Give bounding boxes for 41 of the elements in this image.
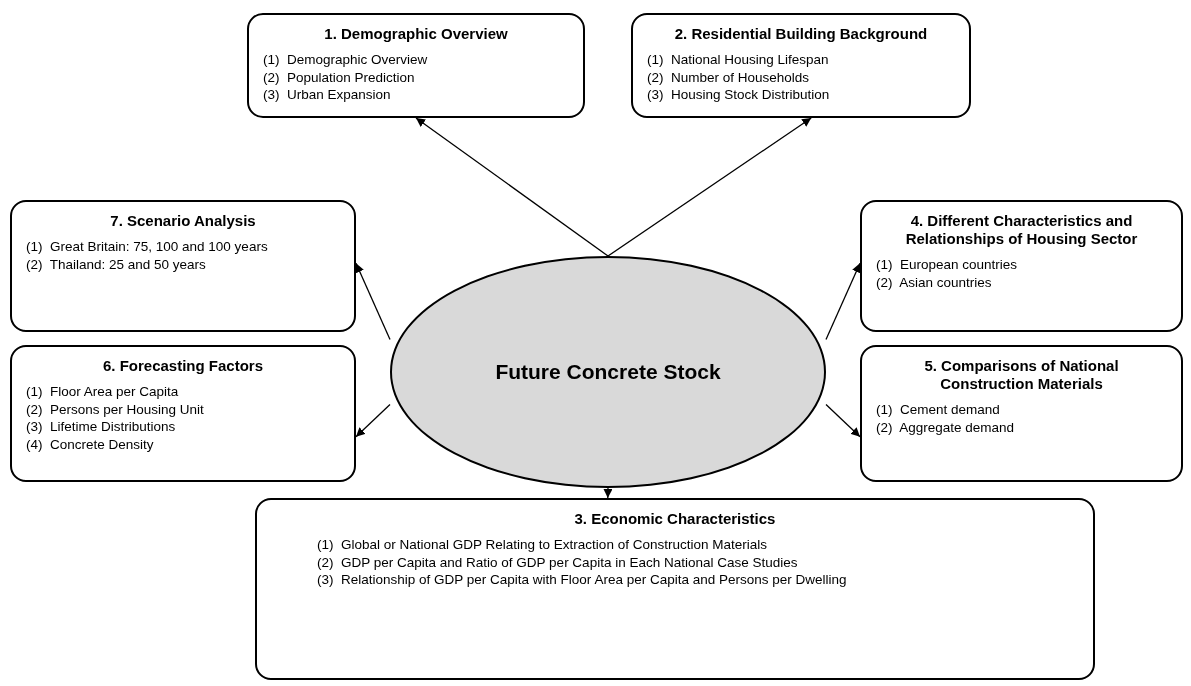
arrow	[607, 117, 812, 257]
box-heading: 5. Comparisons of National Construction Materials	[923, 357, 1120, 393]
list-item: (1) Cement demand	[876, 401, 1001, 419]
list-item: (1) Global or National GDP Relating to Extraction of Construction Materials	[317, 536, 768, 554]
arrow	[825, 262, 861, 341]
box-heading: 6. Forecasting Factors	[101, 357, 265, 375]
box-heading: 2. Residential Building Background	[673, 25, 929, 43]
box-heading: 7. Scenario Analysis	[109, 212, 257, 230]
list-item: (1) Great Britain: 75, 100 and 100 years	[26, 238, 269, 256]
topic-box	[247, 13, 585, 118]
list-item: (2) Population Prediction	[263, 68, 416, 87]
list-item: (2) Asian countries	[876, 273, 993, 292]
box-heading: 3. Economic Characteristics	[573, 510, 777, 528]
list-item: (1) Demographic Overview	[263, 51, 429, 69]
list-item: (1) National Housing Lifespan	[647, 51, 830, 69]
arrow	[415, 117, 609, 257]
box-heading: 1. Demographic Overview	[323, 25, 509, 43]
list-item: (2) Number of Households	[647, 68, 811, 87]
topic-box	[10, 345, 356, 482]
arrow	[355, 403, 391, 438]
list-item: (2) GDP per Capita and Ratio of GDP per Capita in Each National Case Studies	[317, 553, 799, 572]
list-item: (3) Lifetime Distributions	[26, 418, 177, 436]
topic-box	[255, 498, 1095, 680]
arrow	[355, 262, 391, 341]
arrow	[603, 487, 613, 499]
list-item: (4) Concrete Density	[26, 435, 155, 454]
box-heading: 4. Different Characteristics and Relationships of Housing Sector	[904, 212, 1139, 248]
list-item: (2) Aggregate demand	[876, 418, 1016, 437]
arrow	[825, 403, 861, 438]
central-title: Future Concrete Stock	[495, 360, 721, 384]
topic-box	[860, 345, 1183, 482]
list-item: (2) Persons per Housing Unit	[26, 400, 205, 419]
list-item: (1) Floor Area per Capita	[26, 383, 180, 401]
topic-box	[860, 200, 1183, 332]
list-item: (3) Urban Expansion	[263, 86, 392, 104]
topic-box	[10, 200, 356, 332]
list-item: (3) Housing Stock Distribution	[647, 86, 831, 104]
list-item: (2) Thailand: 25 and 50 years	[26, 255, 207, 274]
list-item: (1) European countries	[876, 256, 1019, 274]
list-item: (3) Relationship of GDP per Capita with Floor Area per Capita and Persons per Dwelling	[317, 571, 848, 589]
topic-box	[631, 13, 971, 118]
